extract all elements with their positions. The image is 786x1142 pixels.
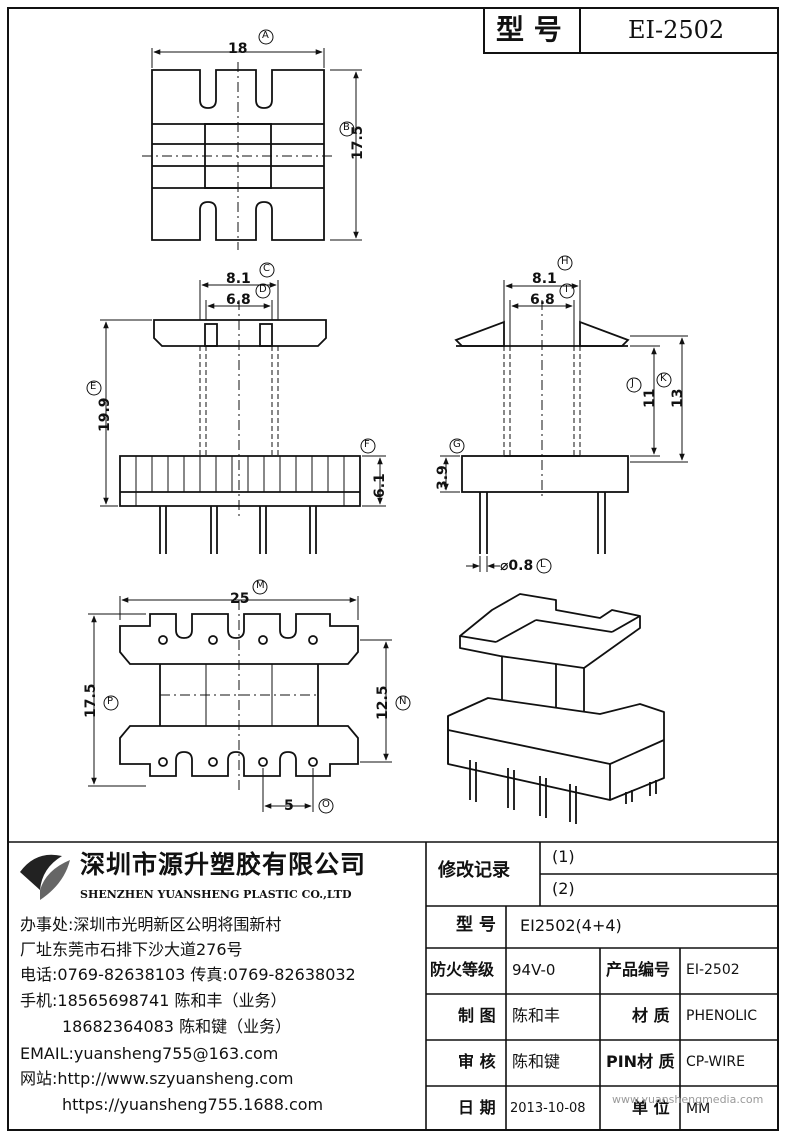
label-k: K — [660, 373, 667, 384]
office-address: 办事处:深圳市光明新区公明将围新村 — [20, 915, 282, 934]
phone-fax: 电话:0769-82638103 传真:0769-82638032 — [20, 965, 356, 984]
dim-side-outer: 8.1 — [532, 271, 557, 287]
material-value: PHENOLIC — [686, 1008, 758, 1024]
label-d: D — [259, 284, 267, 295]
isometric-view — [447, 593, 665, 824]
label-i: I — [565, 284, 568, 295]
model-label: 型 号 — [496, 13, 562, 46]
label-e: E — [90, 381, 97, 392]
mobile-2: 18682364083 陈和键（业务） — [62, 1017, 292, 1036]
dim-top-height: 17.5 — [350, 125, 366, 160]
label-f: F — [364, 439, 370, 450]
draw-value: 陈和丰 — [512, 1006, 561, 1025]
label-c: C — [263, 263, 270, 274]
dim-top-width: 18 — [228, 41, 248, 57]
material-label: 材 质 — [632, 1006, 670, 1025]
dim-side-inner: 6.8 — [530, 292, 555, 308]
dim-bottom-height: 17.5 — [83, 683, 99, 718]
side-view — [440, 255, 688, 574]
revision-1: (1) — [552, 847, 575, 866]
unit-value: MM — [686, 1101, 711, 1117]
company-logo — [20, 854, 70, 900]
date-label: 日 期 — [458, 1098, 496, 1117]
check-value: 陈和键 — [512, 1052, 561, 1071]
label-j: J — [631, 378, 634, 389]
fire-label: 防火等级 — [430, 960, 495, 979]
dim-bottom-inner: 12.5 — [375, 685, 391, 720]
date-value: 2013-10-08 — [510, 1101, 586, 1116]
label-l: L — [540, 559, 546, 570]
dim-side-j: 11 — [642, 388, 658, 408]
dim-side-pin: ⌀0.8 — [500, 558, 534, 574]
bottom-view — [88, 579, 411, 814]
draw-label: 制 图 — [458, 1006, 496, 1025]
dim-front-height: 19.9 — [97, 397, 113, 432]
company-name-en: SHENZHEN YUANSHENG PLASTIC CO.,LTD — [80, 888, 352, 901]
dim-bottom-pitch: 5 — [284, 798, 294, 814]
revision-label: 修改记录 — [438, 860, 510, 881]
product-no-label: 产品编号 — [606, 960, 671, 979]
dim-bottom-width: 25 — [230, 591, 250, 607]
unit-label: 单 位 — [632, 1098, 670, 1117]
pin-material-label: PIN材 质 — [606, 1052, 675, 1071]
label-b: B — [343, 122, 350, 133]
mobile-1: 手机:18565698741 陈和丰（业务） — [20, 991, 287, 1010]
label-p: P — [107, 696, 114, 707]
product-no-value: EI-2502 — [686, 962, 740, 978]
label-a: A — [262, 30, 269, 41]
website[interactable]: 网站:http://www.szyuansheng.com — [20, 1069, 294, 1088]
label-g: G — [453, 439, 461, 450]
label-n: N — [399, 696, 407, 707]
title-block — [483, 7, 779, 54]
email: EMAIL:yuansheng755@163.com — [20, 1044, 279, 1063]
label-o: O — [322, 799, 330, 810]
revision-2: (2) — [552, 879, 575, 898]
pin-material-value: CP-WIRE — [686, 1054, 745, 1070]
model-value: EI-2502 — [628, 16, 725, 44]
model-row-value: EI2502(4+4) — [520, 916, 622, 935]
dim-side-g: 3.9 — [435, 465, 451, 490]
dim-side-k: 13 — [670, 388, 686, 408]
info-table — [8, 841, 778, 1130]
top-view — [142, 29, 362, 250]
check-label: 审 核 — [458, 1052, 496, 1071]
dim-front-outer: 8.1 — [226, 271, 251, 287]
company-name-cn: 深圳市源升塑胶有限公司 — [80, 850, 367, 879]
label-m: M — [256, 580, 265, 591]
fire-value: 94V-0 — [512, 961, 556, 979]
watermark: www.yuanshengmedia.com — [612, 1093, 764, 1106]
label-h: H — [561, 256, 569, 267]
factory-address: 厂址东莞市石排下沙大道276号 — [20, 940, 243, 959]
front-view — [86, 262, 386, 554]
dim-front-base: 6.1 — [372, 473, 388, 498]
dim-front-inner: 6.8 — [226, 292, 251, 308]
website-2[interactable]: https://yuansheng755.1688.com — [62, 1095, 324, 1114]
model-row-label: 型 号 — [456, 915, 496, 935]
